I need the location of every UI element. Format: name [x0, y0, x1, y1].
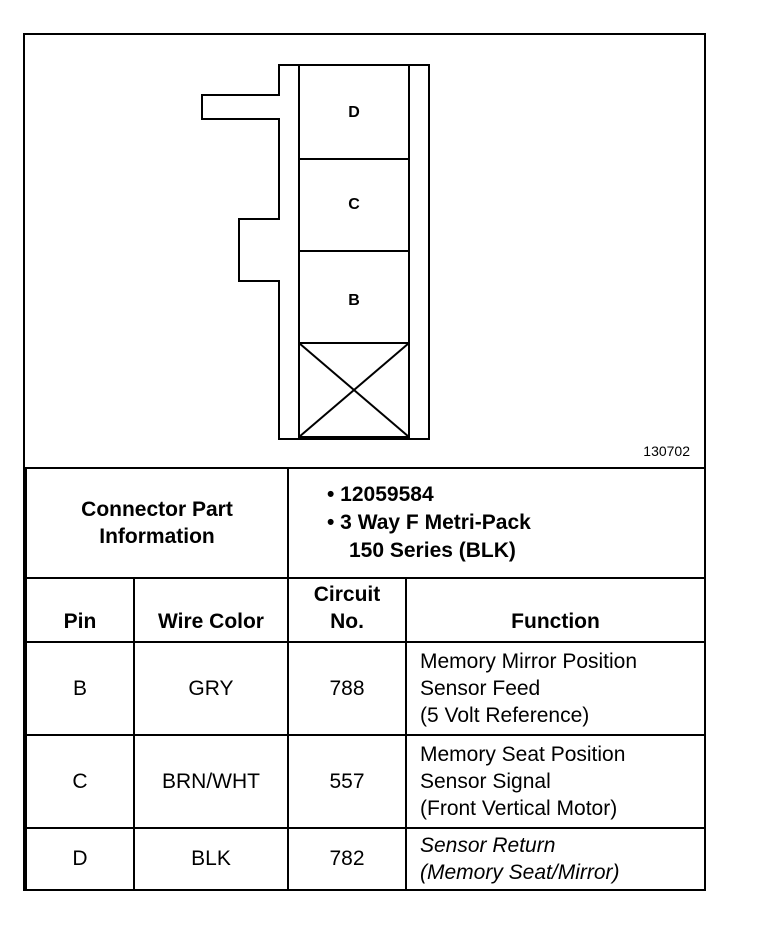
part-number: • 12059584	[327, 483, 434, 506]
connector-frame: D C B 130702 Connector Part Information …	[23, 33, 706, 891]
header-wire-color: Wire Color	[133, 577, 289, 643]
circuit-cell: 782	[287, 827, 407, 891]
connector-housing-outline	[201, 64, 430, 440]
connector-diagram: D C B 130702	[25, 35, 704, 467]
cavity-label-d: D	[348, 104, 360, 121]
wire-color-cell: BRN/WHT	[133, 734, 289, 829]
connector-drawing: D C B	[201, 64, 430, 440]
cavity-label-b: B	[348, 292, 360, 309]
connector-part-info-label: Connector Part Information	[25, 467, 289, 579]
function-cell: Sensor Return (Memory Seat/Mirror)	[405, 827, 706, 891]
wire-color-cell: BLK	[133, 827, 289, 891]
pin-cell: D	[25, 827, 135, 891]
table-row: B GRY 788 Memory Mirror Position Sensor …	[25, 641, 706, 736]
header-row: Pin Wire Color Circuit No. Function	[25, 577, 706, 643]
connector-part-info-list: • 12059584 • 3 Way F Metri-Pack 150 Seri…	[287, 467, 706, 579]
header-pin: Pin	[25, 577, 135, 643]
circuit-cell: 788	[287, 641, 407, 736]
header-function: Function	[405, 577, 706, 643]
connector-type: • 3 Way F Metri-Pack	[327, 511, 531, 534]
circuit-cell: 557	[287, 734, 407, 829]
function-cell: Memory Seat Position Sensor Signal (Fron…	[405, 734, 706, 829]
connector-part-info-row: Connector Part Information • 12059584 • …	[25, 467, 706, 579]
connector-series: 150 Series (BLK)	[349, 539, 516, 562]
table-row: D BLK 782 Sensor Return (Memory Seat/Mir…	[25, 827, 706, 891]
pin-cell: B	[25, 641, 135, 736]
wire-color-cell: GRY	[133, 641, 289, 736]
function-cell: Memory Mirror Position Sensor Feed (5 Vo…	[405, 641, 706, 736]
connector-info-table: Connector Part Information • 12059584 • …	[25, 467, 706, 891]
figure-number: 130702	[643, 443, 690, 459]
pin-cell: C	[25, 734, 135, 829]
table-row: C BRN/WHT 557 Memory Seat Position Senso…	[25, 734, 706, 829]
header-circuit-no: Circuit No.	[287, 577, 407, 643]
cavity-label-c: C	[348, 196, 360, 213]
